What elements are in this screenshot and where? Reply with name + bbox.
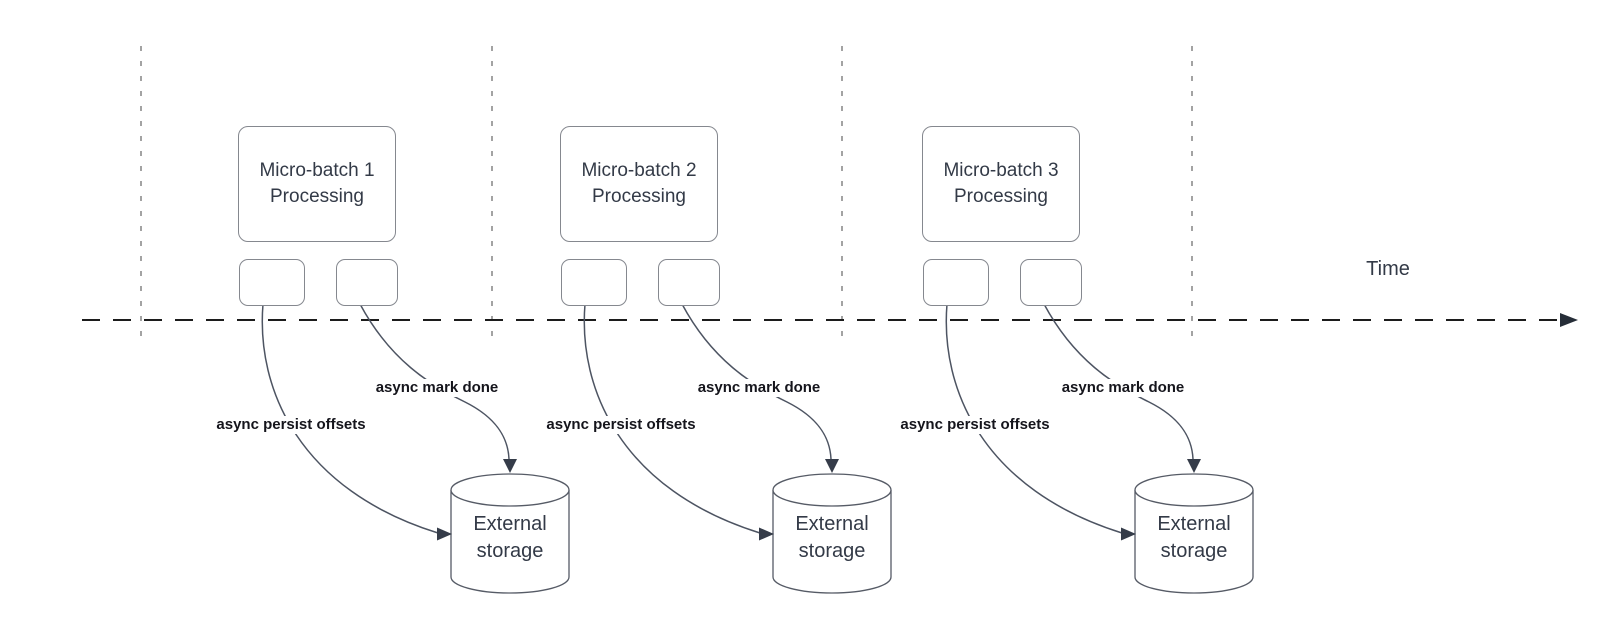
- persist-offsets-arrowhead-icon-3: [1121, 527, 1136, 541]
- mark-done-label-2: async mark done: [694, 379, 824, 397]
- time-axis-label: Time: [1366, 258, 1410, 280]
- micro-batch-3-title-line2: Processing: [954, 186, 1048, 207]
- mark-done-arrowhead-icon-3: [1187, 459, 1201, 473]
- persist-offsets-label-2: async persist offsets: [543, 416, 699, 434]
- external-storage-label-2-line2: storage: [798, 540, 866, 562]
- persist-offsets-arrowhead-icon-2: [759, 527, 774, 541]
- mark-done-arrowhead-icon-2: [825, 459, 839, 473]
- persist-offsets-arrow-1: [261, 303, 439, 534]
- section-2-graphics: [583, 303, 892, 594]
- external-storage-cylinder-top-2: [772, 473, 892, 507]
- external-storage-cylinder-body-2: [772, 490, 892, 594]
- micro-batch-2-title-line1: Micro-batch 2: [581, 160, 697, 181]
- offset-box-b-2: [658, 259, 720, 306]
- external-storage-label-3-line2: storage: [1160, 540, 1228, 562]
- section-3-graphics: [945, 303, 1254, 594]
- persist-offsets-label-1: async persist offsets: [213, 416, 369, 434]
- external-storage-label-2: External storage: [773, 511, 891, 565]
- micro-batch-1-title-line2: Processing: [270, 186, 364, 207]
- section-1-graphics: [261, 303, 570, 594]
- micro-batch-2-box: Micro-batch 2 Processing: [560, 126, 718, 242]
- offset-box-a-3: [923, 259, 989, 306]
- external-storage-label-1: External storage: [451, 511, 569, 565]
- micro-batch-1-box: Micro-batch 1 Processing: [238, 126, 396, 242]
- offset-box-b-3: [1020, 259, 1082, 306]
- persist-offsets-label-3: async persist offsets: [897, 416, 1053, 434]
- mark-done-arrow-3: [1043, 303, 1194, 460]
- external-storage-label-2-line1: External: [795, 513, 869, 535]
- mark-done-arrowhead-icon-1: [503, 459, 517, 473]
- external-storage-label-3-line1: External: [1157, 513, 1231, 535]
- micro-batch-3-title-line1: Micro-batch 3: [943, 160, 1059, 181]
- mark-done-label-3: async mark done: [1058, 379, 1188, 397]
- offset-box-b-1: [336, 259, 398, 306]
- persist-offsets-arrow-3: [945, 303, 1123, 534]
- external-storage-label-3: External storage: [1135, 511, 1253, 565]
- offset-box-a-2: [561, 259, 627, 306]
- micro-batch-1-title-line1: Micro-batch 1: [259, 160, 375, 181]
- micro-batch-3-box: Micro-batch 3 Processing: [922, 126, 1080, 242]
- external-storage-cylinder-top-3: [1134, 473, 1254, 507]
- offset-box-a-1: [239, 259, 305, 306]
- external-storage-label-1-line2: storage: [476, 540, 544, 562]
- micro-batch-2-title-line2: Processing: [592, 186, 686, 207]
- time-axis-arrowhead-icon: [1560, 313, 1578, 327]
- mark-done-label-1: async mark done: [372, 379, 502, 397]
- external-storage-cylinder-body-3: [1134, 490, 1254, 594]
- external-storage-cylinder-top-1: [450, 473, 570, 507]
- external-storage-label-1-line1: External: [473, 513, 547, 535]
- mark-done-arrow-1: [359, 303, 510, 460]
- persist-offsets-arrow-2: [583, 303, 761, 534]
- persist-offsets-arrowhead-icon-1: [437, 527, 452, 541]
- mark-done-arrow-2: [681, 303, 832, 460]
- external-storage-cylinder-body-1: [450, 490, 570, 594]
